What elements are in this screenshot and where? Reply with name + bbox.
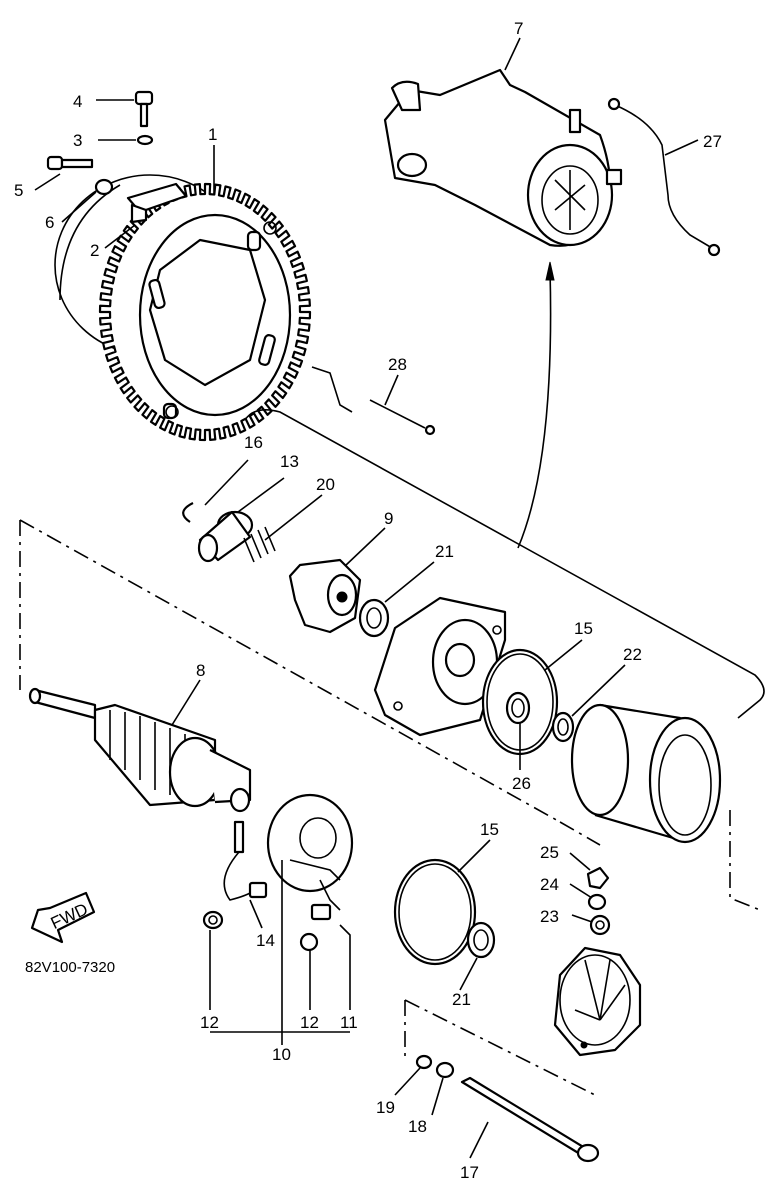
armature-8 <box>28 687 252 813</box>
yoke <box>570 703 722 844</box>
nut-12-right <box>299 932 319 952</box>
callout-8: 8 <box>196 661 205 680</box>
brush-holder-plate <box>266 793 354 893</box>
callout-3: 3 <box>73 131 82 150</box>
clutch-bolt-5 <box>46 155 94 171</box>
starter-motor-assembly <box>383 68 623 247</box>
callout-2: 2 <box>90 241 99 260</box>
assembly-outline <box>244 409 765 719</box>
callout-17: 17 <box>460 1163 479 1182</box>
callout-5: 5 <box>14 181 23 200</box>
callout-4: 4 <box>73 92 82 111</box>
brush-11 <box>310 879 341 921</box>
lock-washer-3 <box>136 134 154 146</box>
collar-13 <box>197 510 254 563</box>
nut-25 <box>586 866 610 890</box>
callout-26: 26 <box>512 774 531 793</box>
washer-21-lower <box>466 921 496 959</box>
callout-18: 18 <box>408 1117 427 1136</box>
callout-13: 13 <box>280 452 299 471</box>
assembly-centerline <box>19 519 601 846</box>
spacer-6 <box>94 178 114 196</box>
callout-24: 24 <box>540 875 559 894</box>
callout-7: 7 <box>514 19 523 38</box>
washer-22 <box>551 711 575 743</box>
lead-wire-27 <box>607 97 721 257</box>
callout-14: 14 <box>256 931 275 950</box>
callout-16: 16 <box>244 433 263 452</box>
callout-19: 19 <box>376 1098 395 1117</box>
washer-21-upper <box>358 598 390 638</box>
callout-9: 9 <box>384 509 393 528</box>
washer-19 <box>415 1054 433 1070</box>
callout-27: 27 <box>703 132 722 151</box>
nut-12-left <box>202 910 224 930</box>
callout-15-lower: 15 <box>480 820 499 839</box>
callout-10: 10 <box>272 1045 291 1064</box>
washer-26 <box>505 691 531 725</box>
starter-clutch-gear-9 <box>288 558 362 634</box>
callout-12-left: 12 <box>200 1013 219 1032</box>
fwd-arrow-icon: FWD <box>30 891 96 944</box>
washer-24 <box>587 893 607 911</box>
clutch-bolt-4 <box>134 90 154 128</box>
callout-11: 11 <box>340 1013 358 1032</box>
through-bolt-17 <box>460 1076 600 1163</box>
callout-23: 23 <box>540 907 559 926</box>
circlip-16 <box>182 502 194 523</box>
plate-2 <box>126 182 188 224</box>
callout-1: 1 <box>208 125 217 144</box>
callout-21-lower: 21 <box>452 990 471 1009</box>
assembly-arrow <box>517 269 552 549</box>
spring-20 <box>243 526 276 563</box>
callout-28: 28 <box>388 355 407 374</box>
rear-cover <box>553 946 642 1057</box>
callout-21-upper: 21 <box>435 542 454 561</box>
washer-23 <box>589 914 611 936</box>
callout-25: 25 <box>540 843 559 862</box>
leader-lines <box>34 37 699 1159</box>
o-ring-15-lower <box>393 858 477 966</box>
starter-clutch-ring-gear <box>54 174 312 442</box>
lead-wire-28 <box>311 366 436 436</box>
brush-14 <box>223 820 268 901</box>
callout-numbers: 4 3 5 6 2 1 7 27 28 16 13 20 9 21 15 22 … <box>14 19 722 1182</box>
washer-18 <box>435 1061 455 1079</box>
callout-6: 6 <box>45 213 54 232</box>
front-cover <box>373 596 507 737</box>
callout-15-upper: 15 <box>574 619 593 638</box>
callout-12-right: 12 <box>300 1013 319 1032</box>
callout-22: 22 <box>623 645 642 664</box>
callout-20: 20 <box>316 475 335 494</box>
diagram-code: 82V100-7320 <box>25 959 115 976</box>
